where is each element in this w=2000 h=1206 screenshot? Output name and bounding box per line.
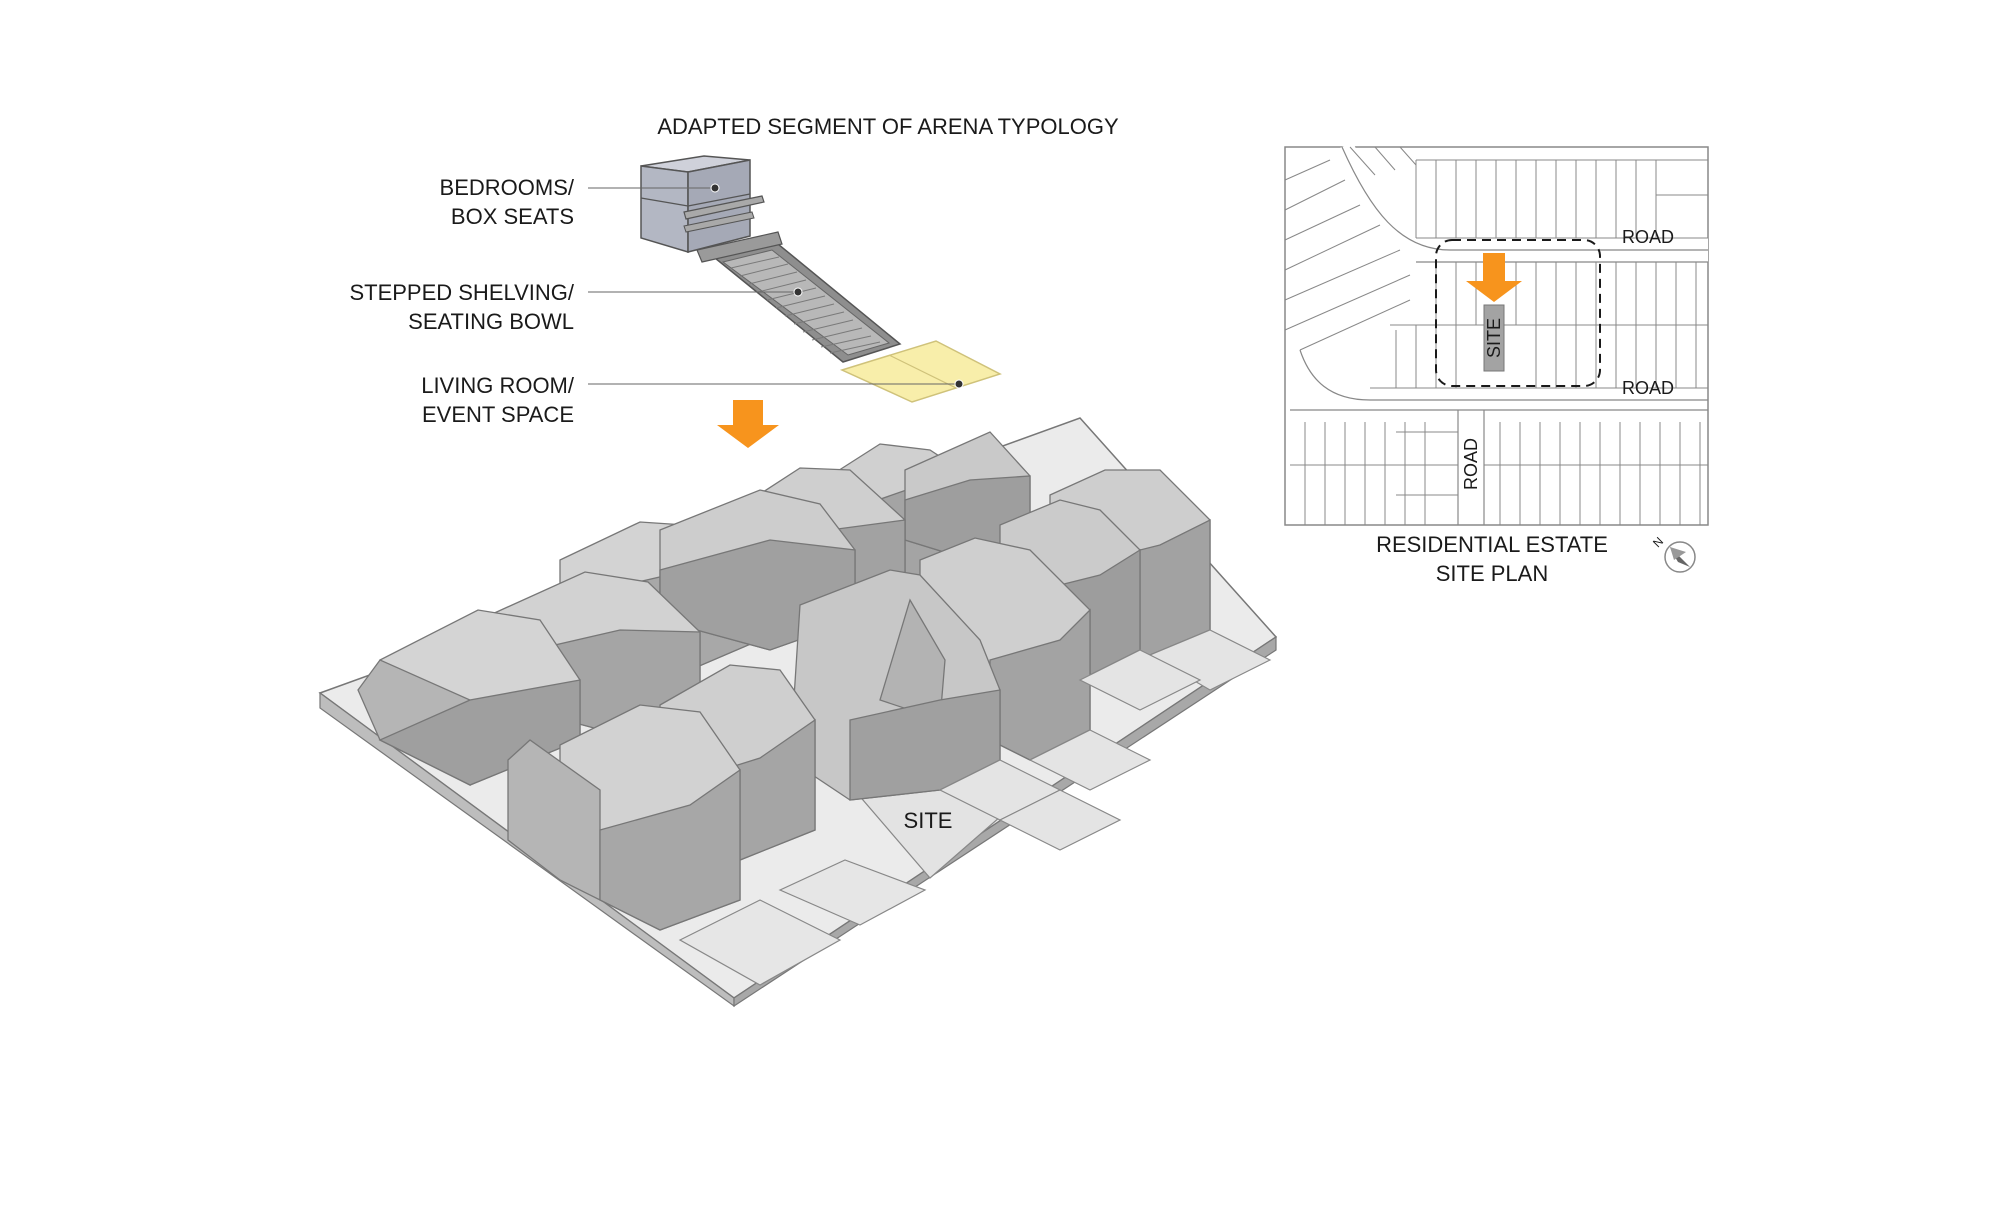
site-plan-caption-line1: RESIDENTIAL ESTATE [1376,532,1608,557]
north-arrow-icon: N [1650,534,1695,572]
model-site-label: SITE [904,808,953,833]
callout-seating-line2: SEATING BOWL [408,309,574,334]
road-label-middle: ROAD [1622,378,1674,398]
callout-living-line2: EVENT SPACE [422,402,574,427]
neighbourhood-model: SITE [320,418,1276,1006]
north-marker-label: N [1650,534,1666,550]
callout-seating: STEPPED SHELVING/ SEATING BOWL [349,280,802,334]
site-plan-caption-line2: SITE PLAN [1436,561,1548,586]
down-arrow-icon [717,400,779,448]
callout-bedrooms-line2: BOX SEATS [451,204,574,229]
road-label-top: ROAD [1622,227,1674,247]
arena-segment [641,156,1000,402]
callout-living-line1: LIVING ROOM/ [421,373,575,398]
site-plan: SITE ROAD ROAD ROAD [1285,147,1708,525]
callout-bedrooms-line1: BEDROOMS/ [440,175,575,200]
callout-seating-line1: STEPPED SHELVING/ [349,280,574,305]
diagram-title: ADAPTED SEGMENT OF ARENA TYPOLOGY [657,114,1119,139]
site-plan-site-label: SITE [1484,318,1504,358]
road-label-vertical: ROAD [1461,438,1481,490]
